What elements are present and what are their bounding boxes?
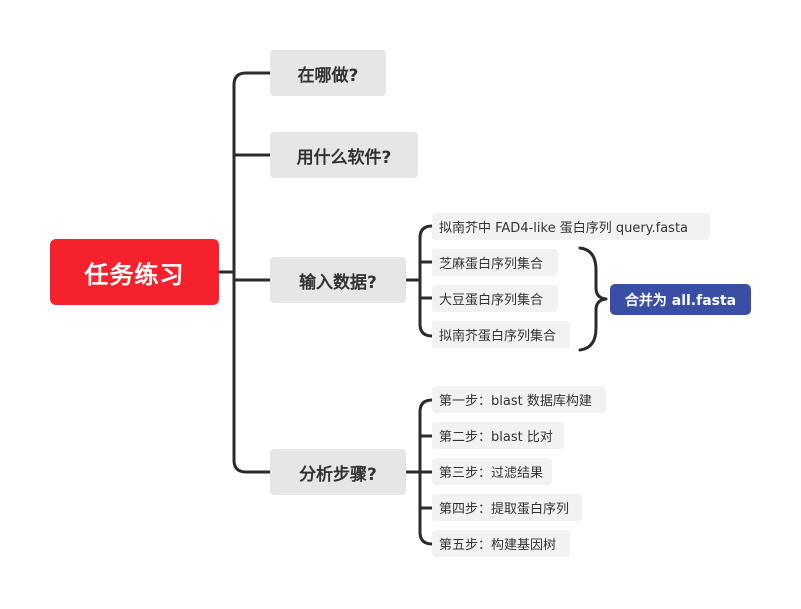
branch-analysis-steps[interactable]: 分析步骤? [270,449,406,495]
input-trunk [418,224,434,338]
merge-summary[interactable]: 合并为 all.fasta [610,284,751,315]
step-item[interactable]: 第一步：blast 数据库构建 [432,386,606,413]
branch-trunk [232,71,272,474]
step-item[interactable]: 第三步：过滤结果 [432,458,552,485]
branch-where[interactable]: 在哪做? [270,50,386,96]
step-item[interactable]: 第四步：提取蛋白序列 [432,494,582,521]
input-item[interactable]: 拟南芥蛋白序列集合 [432,321,570,348]
branch-input-data[interactable]: 输入数据? [270,257,406,303]
step-item[interactable]: 第二步：blast 比对 [432,422,564,449]
branch-software[interactable]: 用什么软件? [270,132,418,178]
input-item[interactable]: 拟南芥中 FAD4-like 蛋白序列 query.fasta [432,213,710,240]
step-item[interactable]: 第五步：构建基因树 [432,530,570,557]
input-item[interactable]: 大豆蛋白序列集合 [432,285,558,312]
input-item[interactable]: 芝麻蛋白序列集合 [432,249,558,276]
root-topic[interactable]: 任务练习 [50,239,219,305]
summary-brace [578,246,608,352]
